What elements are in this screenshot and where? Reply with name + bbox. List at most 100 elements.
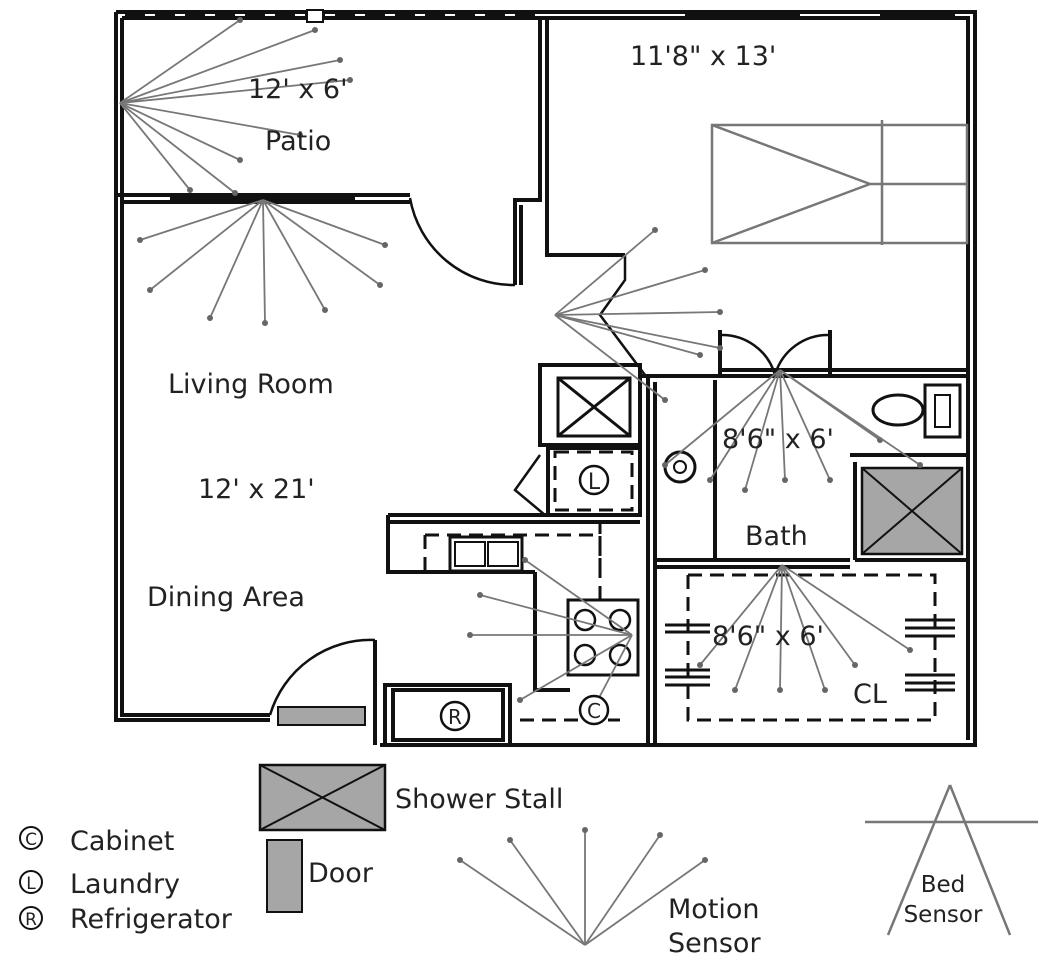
legend-bed-sensor-line2: Sensor [904, 902, 983, 928]
shower-stall-icon [860, 466, 964, 556]
patio-sensor-ray [119, 19, 241, 104]
legend-laundry: Laundry [70, 869, 180, 900]
legend-cabinet: Cabinet [70, 826, 174, 857]
legend-refrigerator: Refrigerator [70, 904, 233, 935]
patio-sensor-ray [119, 102, 241, 161]
living-sensor-ray-end [262, 320, 268, 326]
patio-label: Patio [265, 126, 331, 157]
door-swings [268, 197, 831, 726]
closet-sensor-ray-end [852, 662, 858, 668]
patio-sensor-ray-end [297, 132, 303, 138]
bedroom-sensor-ray [554, 311, 721, 316]
bedroom-sensor-ray [554, 269, 706, 316]
closet-sensor-ray [779, 564, 783, 691]
kitchen-sensor-ray-end [517, 697, 523, 703]
closet-sensor-ray-end [732, 687, 738, 693]
living-sensor-ray [139, 199, 264, 241]
bedroom-sensor-ray [554, 314, 701, 356]
toilet-icon [871, 383, 962, 439]
refrigerator-mark: R [439, 700, 471, 732]
legend-motion-sensor-icon [457, 827, 708, 946]
living-sensor-ray [149, 199, 264, 291]
bath-sensor-ray-end [742, 487, 748, 493]
interior-walls [116, 18, 968, 747]
bedroom-size: 11'8" x 13' [630, 41, 776, 72]
patio-sensor-icon [119, 17, 353, 196]
legend-shower-stall: Shower Stall [395, 784, 563, 815]
legend-cabinet-icon [19, 826, 43, 850]
bedroom-sensor-ray-end [697, 352, 703, 358]
living-sensor-ray-end [147, 287, 153, 293]
patio-sensor-ray [119, 59, 341, 104]
svg-text:C: C [25, 830, 37, 850]
living-sensor-ray-end [377, 282, 383, 288]
patio-sensor-ray-end [347, 77, 353, 83]
bath-sensor-icon [662, 369, 923, 493]
bath-sensor-ray [664, 369, 781, 466]
patio-sensor-ray-end [237, 157, 243, 163]
bedroom-sensor-ray [554, 314, 666, 401]
bedroom-sensor-ray-end [717, 345, 723, 351]
closet-sensor-ray-end [822, 687, 828, 693]
svg-text:R: R [448, 705, 462, 729]
dining-area-label: Dining Area [147, 582, 305, 613]
legend-bed-sensor-line1: Bed [921, 872, 966, 898]
patio-sensor-ray [119, 102, 301, 136]
patio-sensor-ray-end [337, 57, 343, 63]
living-sensor-ray [262, 199, 326, 311]
bedroom-sensor-ray-end [662, 397, 668, 403]
bath-sensor-ray-end [662, 462, 668, 468]
kitchen-sensor-ray [479, 594, 633, 636]
patio-sensor-ray [119, 79, 351, 104]
living-room-label: Living Room [168, 369, 334, 400]
patio-sensor-ray-end [312, 27, 318, 33]
legend-shower-stall-icon [258, 763, 387, 832]
bath-sensor-ray-end [827, 477, 833, 483]
patio-sensor-ray-end [232, 190, 238, 196]
kitchen-sensor-ray [519, 634, 633, 701]
patio-sensor-ray [119, 29, 316, 104]
closet-sensor-ray-end [777, 687, 783, 693]
bath-sensor-ray [779, 369, 786, 481]
bed [710, 120, 969, 245]
living-room-size: 12' x 21' [198, 474, 315, 505]
legend-motion-sensor-line1: Motion [668, 894, 760, 925]
closet-sensor-ray [781, 564, 826, 691]
patio-sensor-ray [119, 102, 236, 194]
living-sensor-ray [262, 199, 386, 246]
closet-sensor-ray-end [907, 647, 913, 653]
closet-sensor-icon [697, 564, 913, 693]
living-sensor-ray-end [382, 242, 388, 248]
bath-sensor-ray-end [707, 477, 713, 483]
living-sensor-ray-end [207, 315, 213, 321]
living-sensor-ray [262, 199, 381, 286]
bedroom-sensor-ray [554, 229, 656, 316]
patio-size: 12' x 6' [248, 74, 348, 105]
kitchen-sink-icon [448, 535, 524, 573]
bedroom-sensor-ray-end [652, 227, 658, 233]
bath-sensor-ray-end [782, 477, 788, 483]
living-sensor-ray [262, 199, 266, 324]
living-sensor-icon [137, 199, 388, 326]
closet-sensor-ray [699, 564, 783, 666]
legend-laundry-icon [19, 870, 43, 894]
living-sensor-ray [209, 199, 264, 319]
svg-text:L: L [26, 874, 36, 894]
kitchen-sensor-ray-end [467, 632, 473, 638]
closet-rods [665, 618, 955, 692]
kitchen-sensor-ray-end [522, 557, 528, 563]
bath-sensor-ray [709, 369, 781, 481]
laundry-mark: L [578, 464, 610, 496]
svg-text:C: C [587, 699, 601, 723]
bath-sensor-ray-end [917, 462, 923, 468]
legend-door: Door [308, 858, 374, 889]
bath-sensor-ray [779, 369, 831, 481]
legend-door-icon [266, 839, 303, 913]
legend: Shower Stall Door C Cabinet L Laundry R … [19, 763, 1038, 959]
legend-motion-sensor-line2: Sensor [668, 928, 761, 959]
closet-sensor-ray-end [697, 662, 703, 668]
closet-sensor-ray [734, 564, 783, 691]
bath-sensor-ray [779, 369, 921, 466]
patio-sensor-ray [119, 102, 191, 191]
